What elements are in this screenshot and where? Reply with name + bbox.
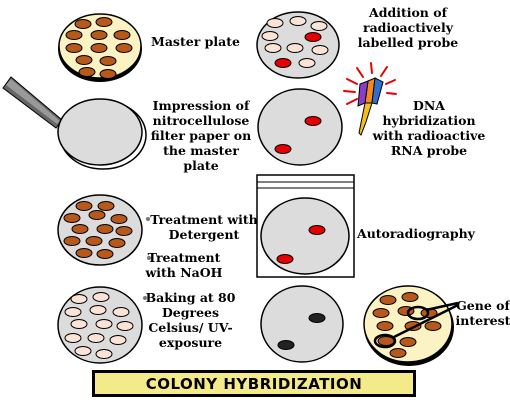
label-probe-addition: Addition of radioactively labelled probe (357, 5, 459, 50)
lysed-plate (57, 194, 143, 266)
forceps-icon (2, 76, 63, 129)
label-master-plate: Master plate (151, 34, 240, 49)
radioactive-probe-icon (343, 62, 397, 136)
baked-plate (57, 286, 143, 364)
label-autoradiography: Autoradiography (357, 226, 475, 241)
diagram-title: COLONY HYBRIDIZATION (145, 374, 363, 393)
master-plate (58, 13, 142, 82)
autoradiography-cassette (256, 174, 355, 278)
title-banner: COLONY HYBRIDIZATION (92, 370, 416, 397)
film-plate (260, 285, 344, 363)
label-gene-of-interest: Gene of interest (455, 298, 510, 328)
impression-plate (57, 98, 147, 170)
label-dna-hybridization: DNA hybridization with radioactive RNA p… (372, 98, 486, 158)
bullet-marks (143, 217, 151, 300)
probe-plate (256, 11, 340, 79)
gene-plate (363, 285, 459, 366)
label-impression: Impression of nitrocellulose filter pape… (150, 98, 252, 173)
label-naoh: Treatment with NaOH (145, 250, 223, 280)
label-detergent: Treatment with Detergent (150, 212, 258, 242)
hybridization-plate (257, 88, 343, 166)
label-baking: Baking at 80 Degrees Celsius/ UV- exposu… (145, 290, 236, 350)
